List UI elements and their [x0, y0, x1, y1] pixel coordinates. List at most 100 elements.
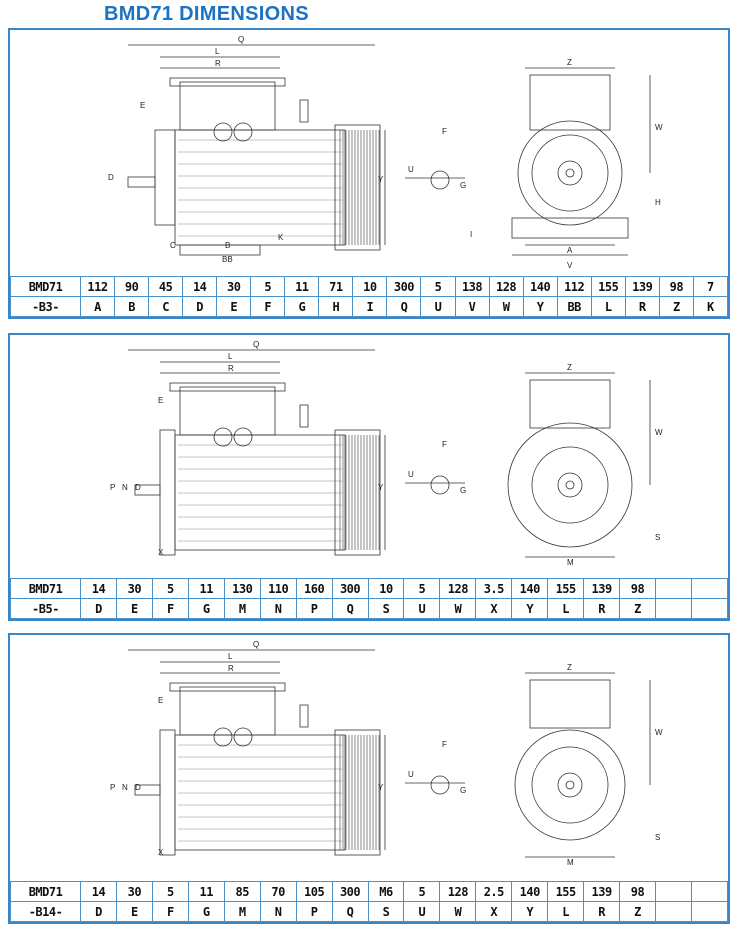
- cable-gland: [233, 122, 253, 142]
- dimension-label: U: [408, 470, 414, 479]
- letter-cell: Q: [331, 901, 369, 922]
- value-cell: 30: [115, 881, 153, 902]
- dimension-label: G: [460, 786, 466, 795]
- value-cell: [690, 881, 729, 902]
- value-cell: 155: [547, 578, 585, 599]
- terminal-box-lid: [169, 77, 286, 87]
- page-title: BMD71 DIMENSIONS: [104, 3, 309, 25]
- letter-cell: D: [80, 901, 117, 922]
- value-cell: 45: [148, 276, 184, 297]
- shaft-end: [557, 160, 583, 186]
- dimension-label: Q: [253, 340, 259, 349]
- value-cell: 128: [439, 578, 477, 599]
- dimension-label: X: [158, 848, 164, 857]
- letter-cell: P: [295, 598, 333, 619]
- brake-cover: [334, 729, 381, 856]
- value-cell: 112: [79, 276, 116, 297]
- brake-lever: [299, 404, 309, 428]
- value-cell: 11: [187, 578, 225, 599]
- front-inner: [531, 446, 609, 524]
- value-cell: 14: [182, 276, 218, 297]
- letter-cell: U: [420, 296, 456, 317]
- letter-cell: W: [488, 296, 524, 317]
- dimension-label: Y: [378, 175, 384, 184]
- letter-cell: R: [624, 296, 660, 317]
- shaft: [134, 784, 161, 796]
- value-cell: 5: [403, 881, 441, 902]
- letter-cell: M: [223, 901, 261, 922]
- dimension-label: H: [655, 198, 661, 207]
- dimension-label: M: [567, 858, 574, 867]
- letter-cell: A: [79, 296, 116, 317]
- terminal-box: [179, 81, 276, 131]
- value-cell: 155: [590, 276, 626, 297]
- variant-cell: -B5-: [10, 598, 81, 619]
- brake-cover: [334, 429, 381, 556]
- letter-cell: C: [148, 296, 184, 317]
- dimension-label: X: [158, 548, 164, 557]
- value-cell: 160: [295, 578, 333, 599]
- terminal-box: [179, 386, 276, 436]
- shaft-center: [565, 480, 575, 490]
- motor-body: [174, 434, 346, 551]
- letter-cell: N: [259, 598, 297, 619]
- shaft-key-detail: [430, 170, 450, 190]
- value-cell: 7: [692, 276, 729, 297]
- letter-cell: V: [454, 296, 490, 317]
- letter-cell: Y: [511, 598, 549, 619]
- value-cell: 139: [624, 276, 660, 297]
- letter-cell: D: [80, 598, 117, 619]
- letter-cell: H: [318, 296, 354, 317]
- front-outline: [514, 729, 626, 841]
- letter-cell: [655, 901, 692, 922]
- letter-cell: E: [115, 901, 153, 922]
- shaft-key-detail: [430, 775, 450, 795]
- dimension-label: F: [442, 440, 447, 449]
- letter-cell: Q: [331, 598, 369, 619]
- letter-cell: I: [352, 296, 388, 317]
- value-cell: 112: [556, 276, 592, 297]
- dimension-label: R: [215, 59, 221, 68]
- letter-cell: Y: [511, 901, 549, 922]
- variant-cell: -B14-: [10, 901, 81, 922]
- letter-cell: Z: [619, 901, 656, 922]
- dimension-label: M: [567, 558, 574, 567]
- letter-cell: R: [583, 901, 621, 922]
- dimension-label: S: [655, 533, 660, 542]
- value-cell: 139: [583, 578, 621, 599]
- value-cell: 300: [331, 881, 369, 902]
- letter-cell: [690, 901, 729, 922]
- letter-cell: K: [692, 296, 729, 317]
- letter-cell: E: [115, 598, 153, 619]
- shaft-center: [565, 780, 575, 790]
- dimension-label: G: [460, 181, 466, 190]
- front-terminal-box: [529, 679, 611, 729]
- letter-cell: W: [439, 901, 477, 922]
- dimension-label: L: [228, 352, 233, 361]
- brake-cover: [334, 124, 381, 251]
- value-cell: 128: [488, 276, 524, 297]
- letter-cell: S: [367, 598, 405, 619]
- dimension-label: D: [108, 173, 114, 182]
- dimension-label: C: [170, 241, 176, 250]
- dimension-label: G: [460, 486, 466, 495]
- shaft-key-detail: [430, 475, 450, 495]
- value-cell: [655, 578, 692, 599]
- dimension-label: D: [135, 483, 141, 492]
- dimension-label: W: [655, 428, 663, 437]
- dimension-label: P: [110, 783, 115, 792]
- value-cell: 140: [522, 276, 558, 297]
- front-outline: [517, 120, 623, 226]
- dimension-label: E: [158, 396, 163, 405]
- value-cell: 90: [114, 276, 150, 297]
- value-cell: 14: [80, 578, 117, 599]
- front-terminal-box: [529, 379, 611, 429]
- letter-cell: D: [182, 296, 218, 317]
- value-cell: 70: [259, 881, 297, 902]
- value-cell: 98: [658, 276, 694, 297]
